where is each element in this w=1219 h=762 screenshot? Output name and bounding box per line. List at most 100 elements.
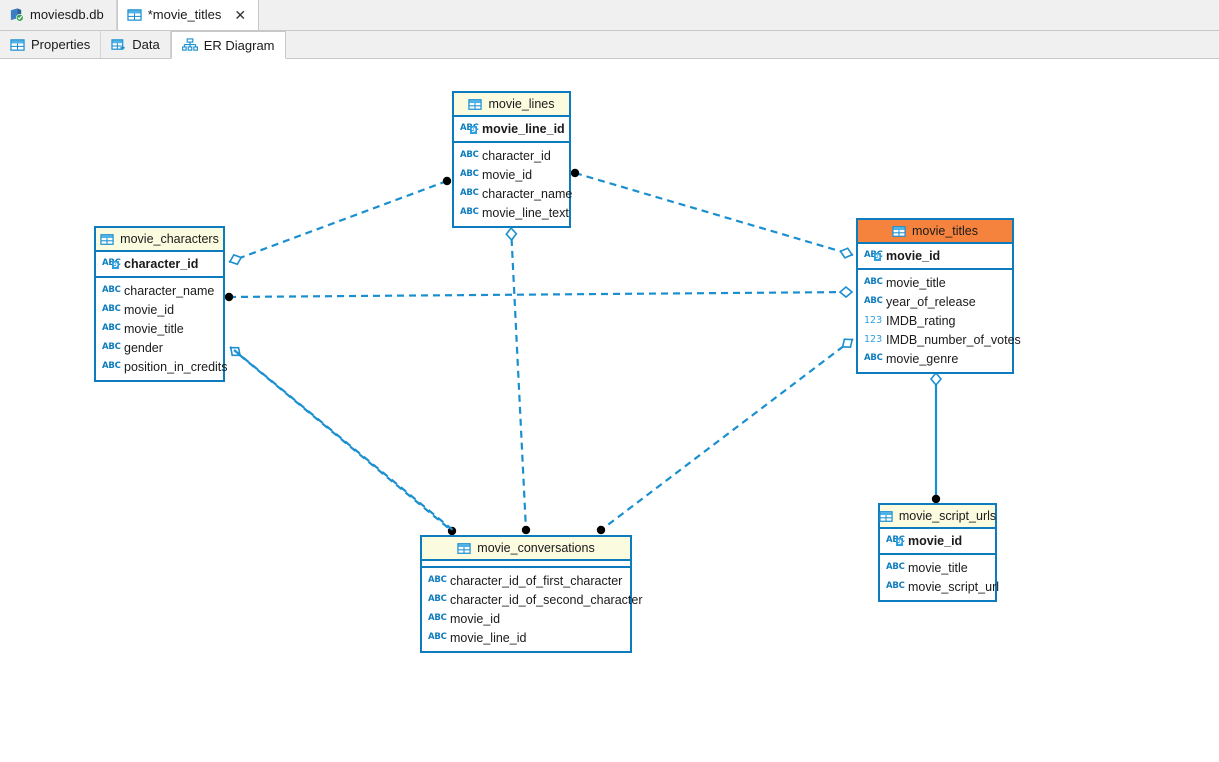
tab-moviesdb-db[interactable]: moviesdb.db	[0, 0, 117, 30]
tab-properties[interactable]: Properties	[0, 31, 102, 58]
text-type-icon: ABC	[864, 277, 883, 288]
relationship-endpoint-dot	[931, 494, 941, 504]
field-name: movie_title	[124, 321, 184, 336]
subtab-label: ER Diagram	[203, 37, 275, 53]
relationship-rel-lines-characters[interactable]	[228, 179, 448, 264]
field-name: movie_line_id	[450, 630, 527, 645]
field-name: IMDB_number_of_votes	[886, 332, 1021, 347]
er-diagram-icon	[181, 38, 198, 52]
text-type-icon: ABC	[886, 562, 905, 573]
primary-key-row[interactable]: ABC9movie_id	[880, 531, 995, 550]
field-name: character_id	[124, 256, 199, 271]
primary-key-icon: 9	[470, 125, 477, 134]
text-type-icon: ABC	[460, 150, 479, 161]
entity-movie_characters[interactable]: movie_charactersABC 9 character_idABCchara…	[94, 226, 228, 382]
tab-movie-titles[interactable]: *movie_titles ✕	[116, 0, 260, 30]
primary-key-row[interactable]: ABC9character_id	[96, 254, 223, 273]
field-name: character_id	[482, 148, 551, 163]
entity-movie_lines[interactable]: movie_linesABC9movie_line_idABCcharacter…	[452, 91, 573, 228]
table-icon	[457, 542, 471, 555]
relationship-rel-lines-conversations[interactable]	[509, 226, 528, 531]
relationship-endpoint-diamond	[839, 247, 854, 259]
entity-header[interactable]: movie_script_urls	[879, 505, 997, 529]
text-type-icon: ABC	[102, 342, 121, 353]
tab-label: *movie_titles	[147, 7, 222, 22]
text-type-icon: ABC9	[864, 251, 883, 261]
relationship-rel-characters-titles[interactable]	[228, 290, 854, 299]
relationship-endpoint-dot	[442, 176, 452, 186]
field-name: movie_id	[908, 533, 963, 548]
primary-key-icon: 9	[874, 252, 881, 261]
primary-key-section	[422, 561, 630, 568]
text-type-icon: ABC	[428, 613, 447, 624]
entity-movie_script_urls[interactable]: movie_script_urlsABC9movie_idABCmovie_ti…	[878, 503, 999, 602]
relationship-endpoint-dot	[521, 525, 531, 535]
primary-key-row[interactable]: ABC9movie_line_id	[454, 119, 569, 138]
entity-name: movie_conversations	[477, 541, 595, 555]
relationship-edges-layer	[224, 168, 943, 536]
close-icon[interactable]: ✕	[234, 6, 247, 23]
field-name: movie_title	[908, 560, 968, 575]
entity-name: movie_titles	[912, 224, 978, 238]
entity-header[interactable]: movie_characters	[96, 228, 223, 252]
relationship-rel-characters-conversations-1[interactable]	[229, 346, 453, 532]
text-type-icon: ABC	[102, 304, 121, 315]
table-icon	[879, 510, 893, 523]
field-name: movie_id	[450, 611, 501, 626]
table-icon	[100, 233, 114, 246]
text-type-icon: ABC	[460, 169, 479, 180]
relationship-rel-titles-conversations[interactable]	[600, 338, 854, 531]
field-name: movie_id	[482, 167, 533, 182]
entity-header[interactable]: movie_titles	[858, 220, 1012, 244]
entity-name: movie_characters	[120, 232, 219, 246]
primary-key-row[interactable]: ABC9movie_id	[858, 246, 1012, 265]
relationship-rel-lines-titles[interactable]	[574, 171, 854, 257]
text-type-icon: ABC	[460, 188, 479, 199]
tab-data[interactable]: Data	[101, 31, 171, 58]
entity-header[interactable]: movie_lines	[454, 93, 569, 117]
field-name: movie_id	[886, 248, 941, 263]
field-name: position_in_credits	[124, 359, 228, 374]
entity-header[interactable]: movie_conversations	[422, 537, 630, 561]
text-type-icon: ABC	[460, 207, 479, 218]
subtab-label: Data	[132, 37, 160, 52]
text-type-icon: ABC	[428, 594, 447, 605]
relationship-endpoint-dot	[570, 168, 580, 178]
tab-er-diagram[interactable]: ER Diagram	[170, 31, 286, 59]
relationship-endpoint-diamond	[838, 286, 854, 299]
field-name: movie_script_url	[908, 579, 1000, 594]
primary-key-icon: 9	[112, 260, 119, 269]
entity-movie_titles[interactable]: movie_titlesABC9movie_idABCmovie_titleAB…	[856, 218, 1021, 374]
field-name: character_name	[482, 186, 573, 201]
primary-key-section: ABC9movie_id	[880, 529, 995, 555]
text-type-icon: ABC	[102, 361, 121, 372]
er-diagram-canvas[interactable]: movie_linesABC9movie_line_idABCcharacter…	[0, 59, 1219, 762]
entity-name: movie_script_urls	[898, 509, 997, 523]
relationship-endpoint-dot	[596, 525, 606, 535]
text-type-icon: ABC	[102, 285, 121, 296]
subtab-label: Properties	[31, 37, 91, 52]
